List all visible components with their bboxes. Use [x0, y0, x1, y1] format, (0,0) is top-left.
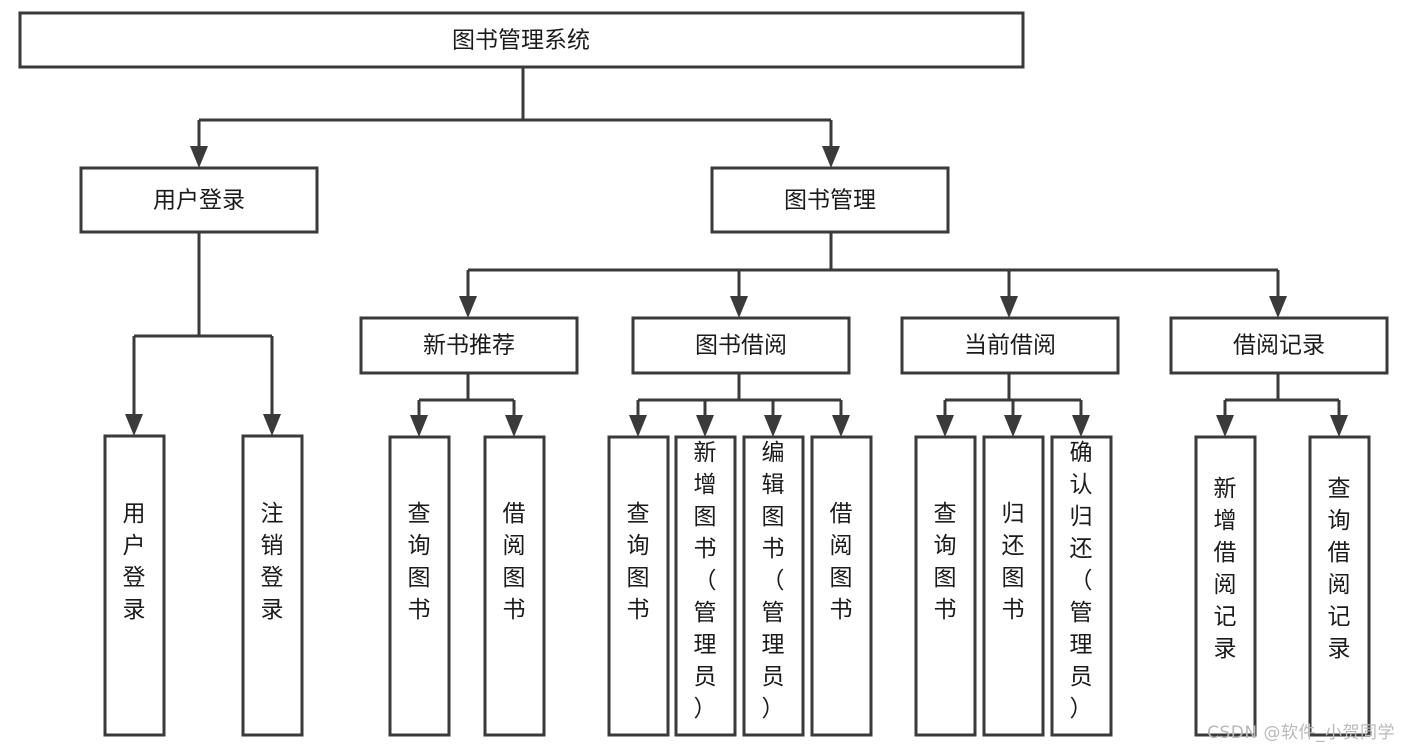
node-root-label: 图书管理系统: [452, 28, 590, 54]
node-leaf-query-book-a-box[interactable]: [388, 435, 451, 737]
node-book-manage[interactable]: 图书管理: [710, 166, 950, 234]
node-leaf-add-record-box[interactable]: [1194, 435, 1257, 737]
node-current-borrow-label: 当前借阅: [964, 333, 1056, 359]
node-book-manage-label: 图书管理: [784, 188, 876, 214]
node-leaf-query-book-b-label: 查询图书: [627, 501, 650, 623]
node-leaf-query-record-label: 查询借阅记录: [1328, 476, 1351, 662]
node-new-book-rec[interactable]: 新书推荐: [359, 316, 579, 375]
node-leaf-query-book-a[interactable]: 查询图书: [388, 435, 451, 737]
node-borrow-record[interactable]: 借阅记录: [1169, 316, 1389, 375]
node-leaf-query-book-c[interactable]: 查询图书: [914, 435, 977, 737]
node-leaf-query-book-c-label: 查询图书: [934, 501, 957, 623]
node-leaf-logout-label: 注销登录: [261, 501, 284, 623]
node-leaf-add-record[interactable]: 新增借阅记录: [1194, 435, 1257, 737]
node-root-box[interactable]: [18, 11, 1025, 69]
node-leaf-confirm-return-box[interactable]: [1050, 435, 1113, 737]
node-leaf-query-book-b[interactable]: 查询图书: [607, 435, 670, 737]
node-current-borrow[interactable]: 当前借阅: [900, 316, 1120, 375]
arrowhead-borrow-record: [1269, 296, 1287, 318]
node-layer: 图书管理系统 用户登录 图书管理 新书推荐 图书借阅 当前: [18, 11, 1389, 737]
node-user-login-box[interactable]: [79, 166, 319, 234]
node-leaf-confirm-return[interactable]: 确认归还（管理员）: [1050, 435, 1113, 737]
node-borrow-record-label: 借阅记录: [1233, 333, 1325, 359]
arrowhead-leaf-query-book-a: [410, 415, 428, 437]
node-leaf-edit-book[interactable]: 编辑图书（管理员）: [742, 435, 805, 737]
node-leaf-user-login[interactable]: 用户登录: [103, 434, 166, 737]
node-book-borrow-box[interactable]: [631, 316, 851, 375]
node-leaf-query-book-a-label: 查询图书: [408, 501, 431, 623]
node-leaf-add-book[interactable]: 新增图书（管理员）: [674, 435, 737, 737]
node-leaf-query-book-b-box[interactable]: [607, 435, 670, 737]
node-leaf-return-book-box[interactable]: [982, 435, 1045, 737]
node-leaf-edit-book-box[interactable]: [742, 435, 805, 737]
node-leaf-logout[interactable]: 注销登录: [241, 434, 304, 737]
node-user-login-label: 用户登录: [153, 188, 245, 214]
node-leaf-borrow-book-b-box[interactable]: [810, 435, 873, 737]
arrowhead-leaf-query-record: [1330, 415, 1348, 437]
node-borrow-record-box[interactable]: [1169, 316, 1389, 375]
node-leaf-logout-box[interactable]: [241, 434, 304, 737]
arrowhead-book-manage: [822, 146, 840, 168]
arrowhead-leaf-query-book-c: [936, 415, 954, 437]
node-new-book-rec-box[interactable]: [359, 316, 579, 375]
arrowhead-book-borrow: [730, 296, 748, 318]
node-leaf-borrow-book-a-box[interactable]: [483, 435, 546, 737]
arrowhead-new-book-rec: [459, 296, 477, 318]
node-current-borrow-box[interactable]: [900, 316, 1120, 375]
arrowhead-leaf-user-login: [125, 414, 143, 436]
node-leaf-edit-book-label: 编辑图书（管理员）: [762, 440, 785, 722]
node-leaf-return-book[interactable]: 归还图书: [982, 435, 1045, 737]
node-user-login[interactable]: 用户登录: [79, 166, 319, 234]
connector-layer: [125, 67, 1348, 437]
node-root[interactable]: 图书管理系统: [18, 11, 1025, 69]
arrowhead-leaf-query-book-b: [629, 415, 647, 437]
node-book-manage-box[interactable]: [710, 166, 950, 234]
arrowhead-leaf-add-book: [696, 415, 714, 437]
node-leaf-user-login-label: 用户登录: [123, 501, 146, 623]
node-leaf-add-book-label: 新增图书（管理员）: [694, 440, 717, 722]
node-leaf-query-book-c-box[interactable]: [914, 435, 977, 737]
node-leaf-borrow-book-b[interactable]: 借阅图书: [810, 435, 873, 737]
node-leaf-return-book-label: 归还图书: [1002, 501, 1025, 623]
node-leaf-borrow-book-a[interactable]: 借阅图书: [483, 435, 546, 737]
node-leaf-query-record-box[interactable]: [1308, 435, 1371, 737]
node-leaf-add-book-box[interactable]: [674, 435, 737, 737]
node-new-book-rec-label: 新书推荐: [423, 333, 515, 359]
node-leaf-query-record[interactable]: 查询借阅记录: [1308, 435, 1371, 737]
arrowhead-current-borrow: [1000, 296, 1018, 318]
arrowhead-leaf-add-record: [1216, 415, 1234, 437]
arrowhead-leaf-edit-book: [764, 415, 782, 437]
arrowhead-user-login: [190, 146, 208, 168]
arrowhead-leaf-return-book: [1004, 415, 1022, 437]
node-book-borrow[interactable]: 图书借阅: [631, 316, 851, 375]
arrowhead-leaf-borrow-book-a: [505, 415, 523, 437]
arrowhead-leaf-borrow-book-b: [832, 415, 850, 437]
node-book-borrow-label: 图书借阅: [695, 333, 787, 359]
node-leaf-add-record-label: 新增借阅记录: [1214, 476, 1237, 662]
node-leaf-borrow-book-a-label: 借阅图书: [503, 501, 526, 623]
node-leaf-user-login-box[interactable]: [103, 434, 166, 737]
node-leaf-confirm-return-label: 确认归还（管理员）: [1070, 440, 1093, 722]
arrowhead-leaf-confirm-return: [1072, 415, 1090, 437]
arrowhead-leaf-logout: [263, 414, 281, 436]
node-leaf-borrow-book-b-label: 借阅图书: [830, 501, 853, 623]
